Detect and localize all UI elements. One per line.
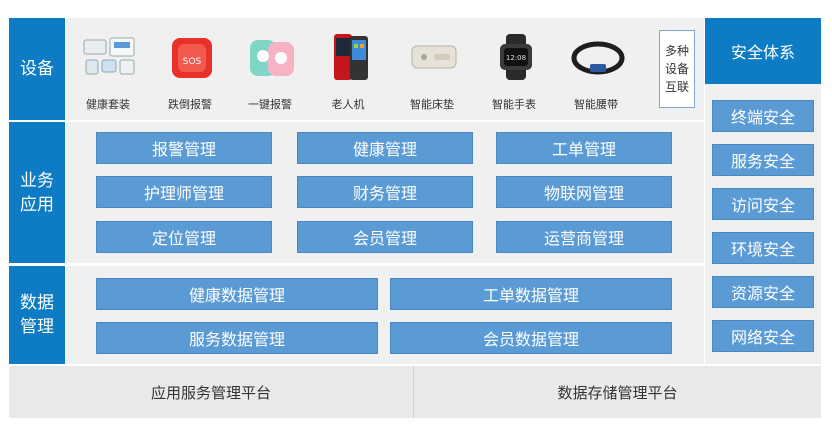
device-label: 智能床垫 [410,98,454,111]
smart-belt-icon [566,30,630,84]
multi-device-line-2: 设备 [664,62,689,76]
security-item-terminal[interactable]: 终端安全 [712,100,814,132]
smart-watch-icon: 12:08 [484,30,548,84]
svg-text:SOS: SOS [183,57,202,67]
device-label: 跌倒报警 [168,98,212,111]
section-label-business-text: 业务 应用 [20,170,54,215]
device-label: 老人机 [331,98,365,111]
security-item-service[interactable]: 服务安全 [712,144,814,176]
device-label: 一键报警 [248,98,292,111]
btn-health-data-management[interactable]: 健康数据管理 [96,278,378,310]
security-item-network[interactable]: 网络安全 [712,320,814,352]
btn-work-order-management[interactable]: 工单管理 [496,132,672,164]
svg-text:12:08: 12:08 [506,54,526,62]
multi-device-box: 多种 设备 互联 [659,30,695,108]
section-label-data-text: 数据 管理 [20,293,54,337]
section-label-device: 设备 [9,18,65,120]
elderly-phone-icon [318,30,382,84]
fall-alarm-icon: SOS [160,30,224,84]
btn-member-data-management[interactable]: 会员数据管理 [390,322,672,354]
btn-operator-management[interactable]: 运营商管理 [496,221,672,253]
platform-data-storage[interactable]: 数据存储管理平台 [414,366,821,418]
platform-divider [413,366,414,418]
one-key-alarm-icon [240,30,304,84]
btn-alarm-management[interactable]: 报警管理 [96,132,272,164]
security-item-access[interactable]: 访问安全 [712,188,814,220]
device-label: 健康套装 [86,98,130,111]
btn-finance-management[interactable]: 财务管理 [297,176,473,208]
security-item-environment[interactable]: 环境安全 [712,232,814,264]
platform-app-service[interactable]: 应用服务管理平台 [9,366,413,418]
btn-caregiver-management[interactable]: 护理师管理 [96,176,272,208]
btn-work-order-data-management[interactable]: 工单数据管理 [390,278,672,310]
btn-member-management[interactable]: 会员管理 [297,221,473,253]
security-title: 安全体系 [705,18,821,84]
multi-device-line-3: 互联 [664,80,689,94]
section-label-business: 业务 应用 [9,122,65,263]
device-label: 智能手表 [492,98,536,111]
btn-iot-management[interactable]: 物联网管理 [496,176,672,208]
smart-mattress-icon [402,30,466,84]
security-item-resource[interactable]: 资源安全 [712,276,814,308]
device-label: 智能腰带 [574,98,618,111]
btn-health-management[interactable]: 健康管理 [297,132,473,164]
health-kit-icon [78,30,142,84]
btn-service-data-management[interactable]: 服务数据管理 [96,322,378,354]
multi-device-line-1: 多种 [664,44,689,58]
section-label-data: 数据 管理 [9,266,65,364]
btn-location-management[interactable]: 定位管理 [96,221,272,253]
